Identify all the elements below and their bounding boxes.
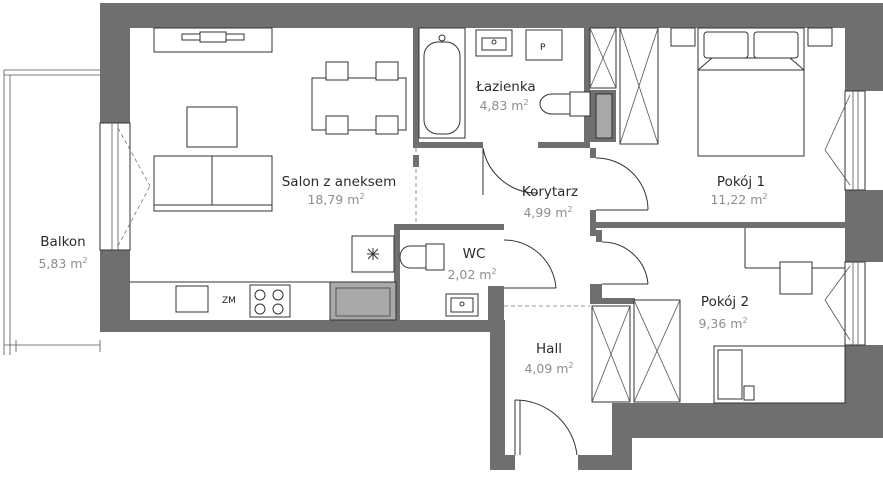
room-label-wc: WC 2,02 m2 <box>447 246 496 282</box>
room-area-salon: 18,79 m2 <box>307 192 364 207</box>
room-label-balkon: Balkon 5,83 m2 <box>38 234 87 271</box>
room-name-pokoj1: Pokój 1 <box>717 174 765 190</box>
doors <box>482 147 649 456</box>
bathroom-toilet <box>539 91 591 117</box>
room-label-salon: Salon z aneksem 18,79 m2 <box>282 174 397 207</box>
room-area-pokoj2: 9,36 m2 <box>698 316 747 331</box>
room-area-balkon: 5,83 m2 <box>38 256 87 271</box>
room-area-korytarz: 4,99 m2 <box>523 205 572 220</box>
room-area-wc: 2,02 m2 <box>447 267 496 282</box>
washing-machine-label: ZM <box>222 296 236 306</box>
room-label-lazienka: Łazienka 4,83 m2 <box>475 79 535 113</box>
room-area-pokoj1: 11,22 m2 <box>710 192 767 207</box>
installation-shaft <box>595 93 613 139</box>
coffee-table <box>186 106 238 148</box>
washing-machine: P <box>525 29 563 61</box>
room-label-pokoj2: Pokój 2 9,36 m2 <box>698 294 749 331</box>
dining-set <box>311 61 407 135</box>
kitchen-sink <box>335 287 391 317</box>
bed-pokoj1 <box>670 27 833 157</box>
kitchen-counter: ZM <box>130 281 330 318</box>
wardrobe-korytarz <box>589 27 659 145</box>
tv-cabinet <box>153 27 273 53</box>
room-name-lazienka: Łazienka <box>475 79 535 95</box>
room-area-hall: 4,09 m2 <box>524 361 573 376</box>
room-name-balkon: Balkon <box>40 234 85 250</box>
bathtub <box>418 27 466 139</box>
desk-pokoj2 <box>744 228 845 295</box>
room-name-korytarz: Korytarz <box>522 184 578 200</box>
bathroom-sink <box>475 29 513 57</box>
toilet-wc <box>399 243 445 271</box>
room-area-lazienka: 4,83 m2 <box>479 98 528 113</box>
room-name-hall: Hall <box>536 341 562 357</box>
wardrobe-hall <box>591 299 681 403</box>
bed-pokoj2 <box>713 345 846 404</box>
window-left <box>99 122 151 251</box>
room-label-hall: Hall 4,09 m2 <box>524 341 573 376</box>
room-name-wc: WC <box>463 246 486 262</box>
window-pokoj2 <box>824 261 866 346</box>
fridge <box>351 235 395 273</box>
room-name-salon: Salon z aneksem <box>282 174 397 190</box>
room-name-pokoj2: Pokój 2 <box>701 294 749 310</box>
room-label-korytarz: Korytarz 4,99 m2 <box>522 184 578 220</box>
window-pokoj1 <box>824 90 866 191</box>
washing-machine-p-label: P <box>540 43 546 53</box>
room-label-pokoj1: Pokój 1 11,22 m2 <box>710 174 767 207</box>
sofa <box>153 155 273 212</box>
balcony <box>3 69 101 355</box>
sink-wc <box>445 293 479 317</box>
